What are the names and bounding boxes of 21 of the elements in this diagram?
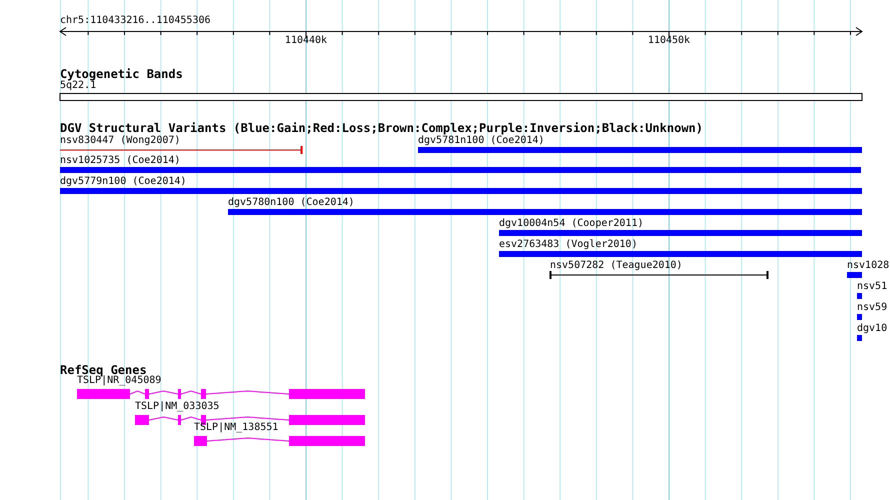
feature-label: nsv830447 (Wong2007) [60,135,180,147]
feature-label: dgv5779n100 (Coe2014) [60,176,186,188]
feature-label: esv2763483 (Vogler2010) [499,239,638,251]
feature-label: dgv10 [857,323,888,335]
feature-label: dgv10004n54 (Cooper2011) [499,218,644,230]
coordinate-range: chr5:110433216..110455306 [60,15,211,27]
feature-label: TSLP|NR_045089 [77,375,162,387]
feature-label: TSLP|NM_138551 [194,422,278,434]
feature-label: dgv5780n100 (Coe2014) [228,197,354,209]
feature-label: nsv1025735 (Coe2014) [60,155,180,167]
feature-label: dgv5781n100 (Coe2014) [418,135,544,147]
feature-label: nsv1028 [847,260,890,272]
tick-label: 110440k [284,35,328,47]
feature-label: 5q22.1 [60,80,96,92]
feature-label: nsv59 [857,302,888,314]
track-heading: Cytogenetic Bands [60,67,183,81]
feature-label: nsv507282 (Teague2010) [550,260,682,272]
track-heading: DGV Structural Variants (Blue:Gain;Red:Loss;Brown:Complex;Purple:Inversion;Black:Unknown) [60,121,703,135]
feature-label: nsv51 [857,281,888,293]
tick-label: 110450k [648,35,690,47]
feature-label: TSLP|NM_033035 [135,401,220,413]
